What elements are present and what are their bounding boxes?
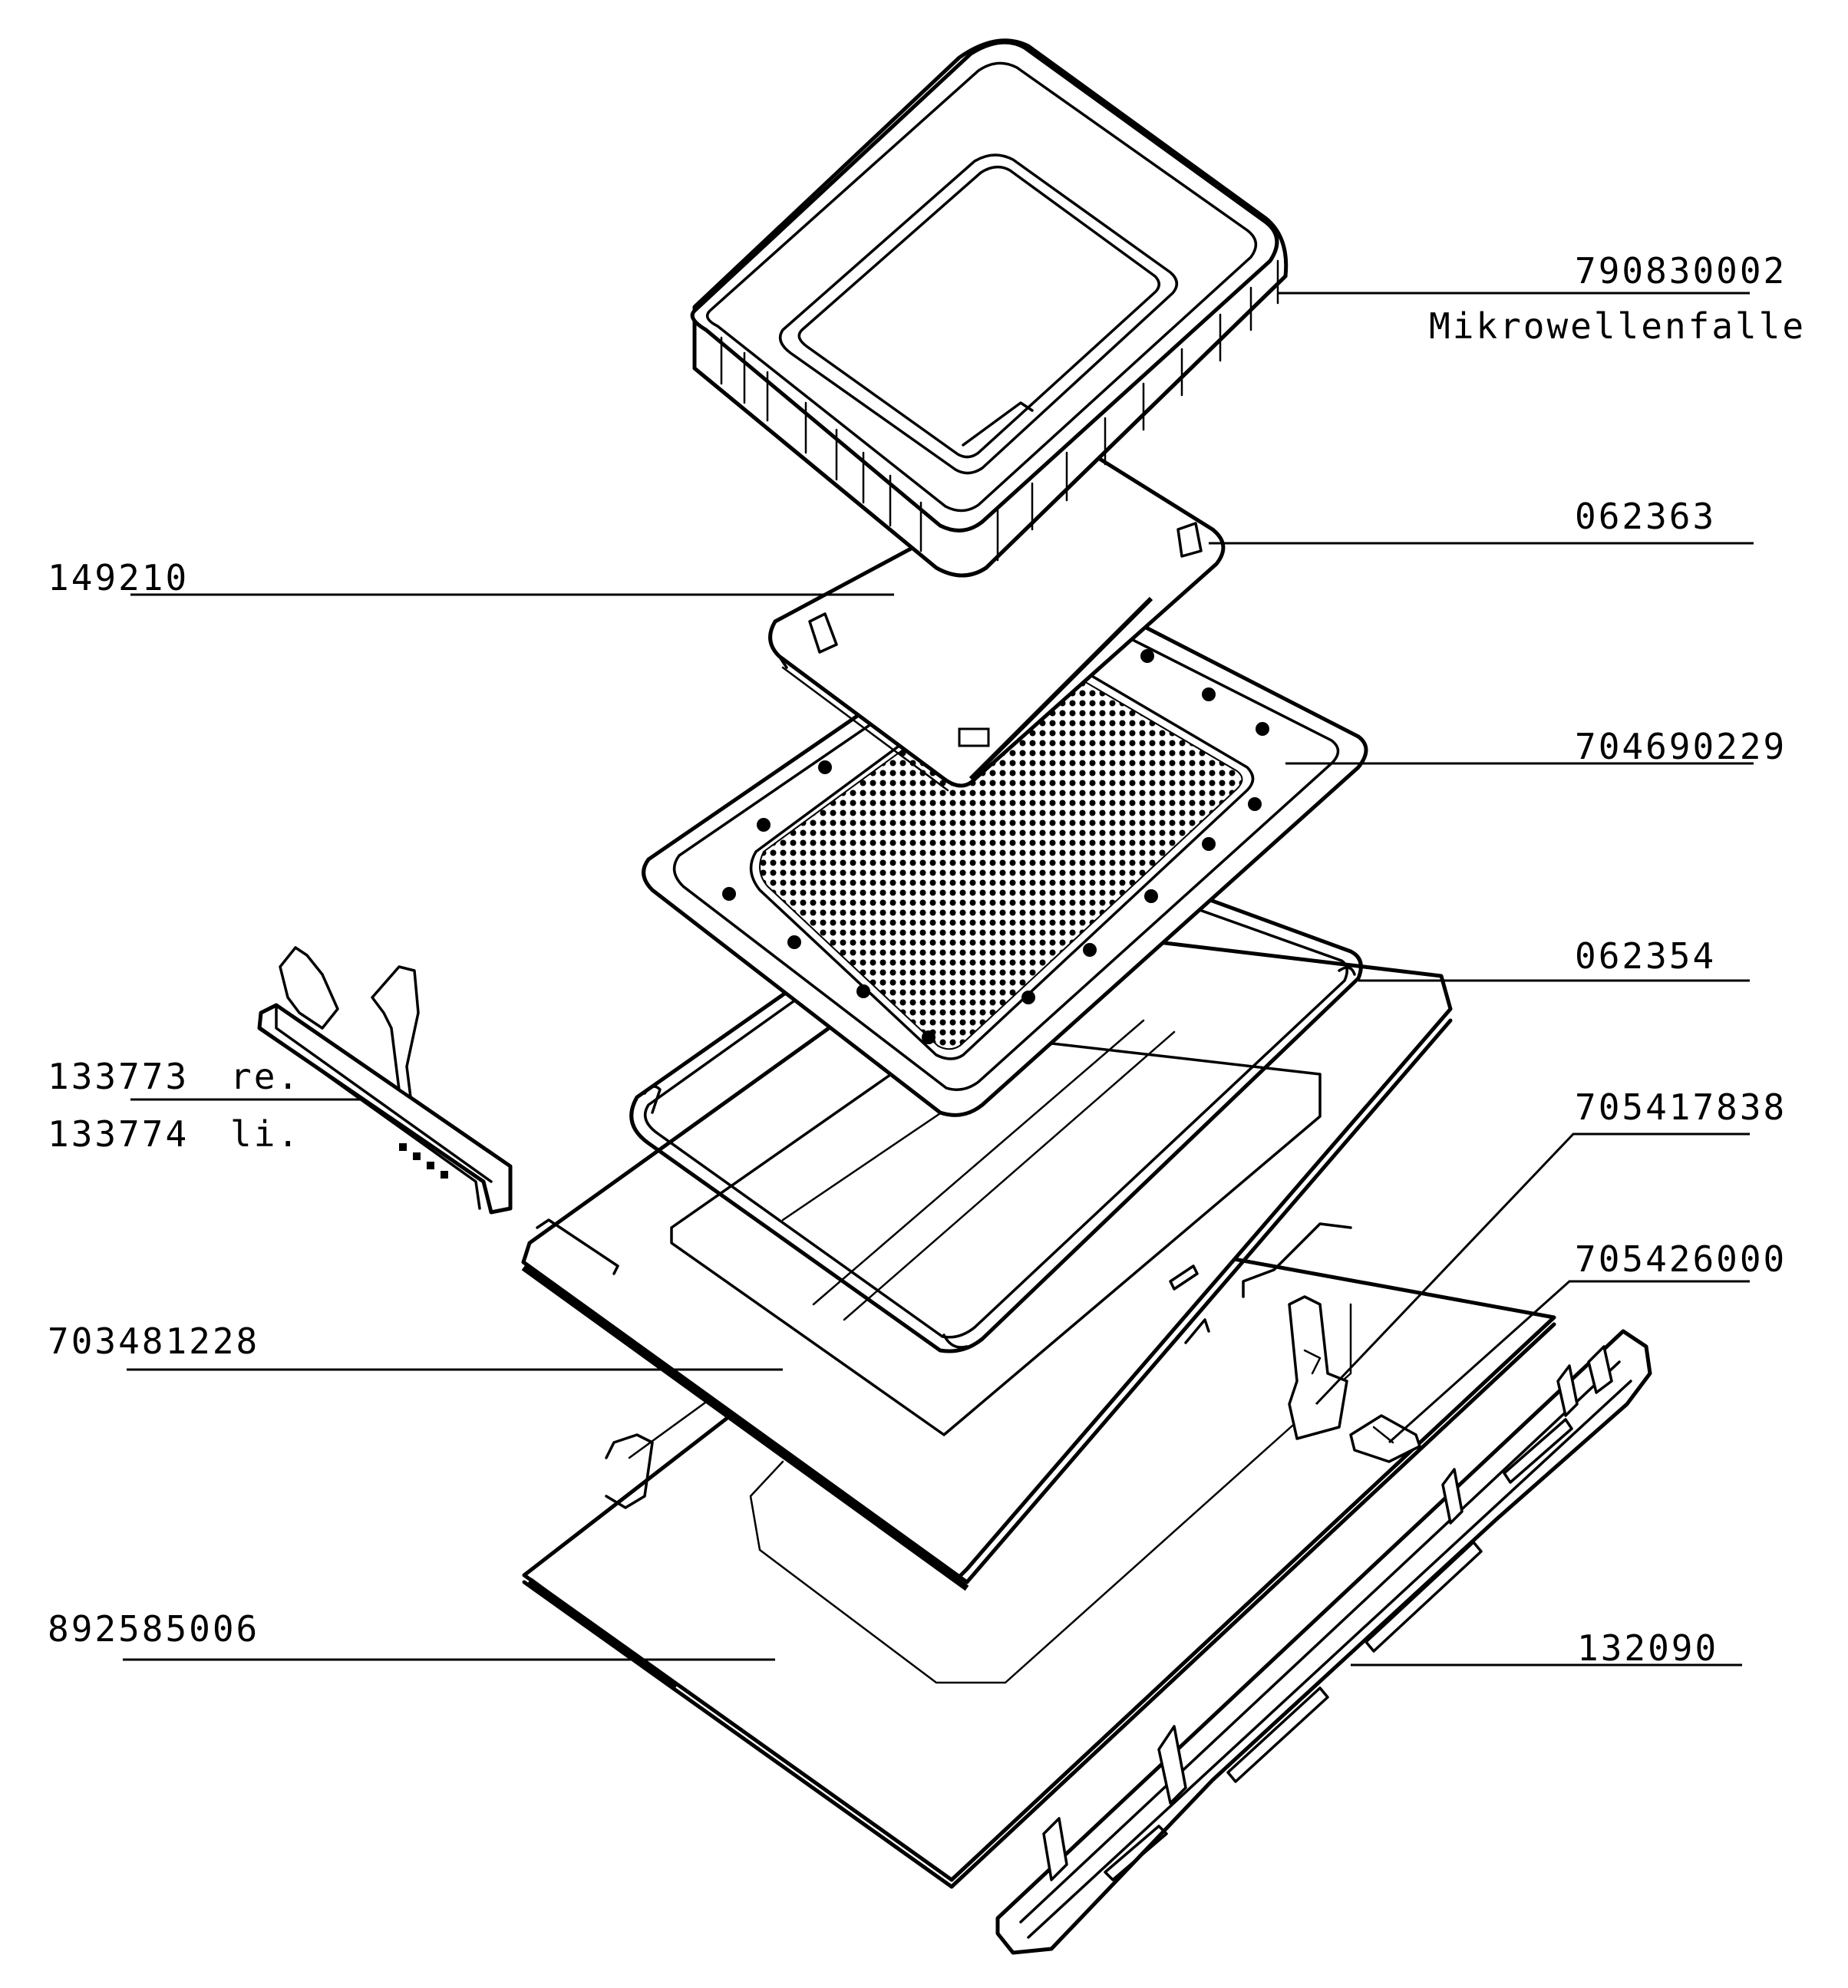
part-number-149210: 149210 — [48, 557, 190, 598]
hinge-bracket-part — [257, 946, 513, 1215]
part-number-133773: 133773 — [48, 1056, 190, 1097]
part-number-704690229: 704690229 — [1575, 726, 1787, 767]
clip-part — [1349, 1414, 1421, 1463]
part-number-062363: 062363 — [1575, 496, 1717, 537]
part-suffix-li: li. — [230, 1113, 302, 1155]
choke-frame-part — [690, 38, 1289, 578]
door-frame-part — [521, 918, 1453, 1591]
side-rail-part — [995, 1329, 1652, 1955]
part-suffix-re: re. — [230, 1056, 302, 1097]
leader-lines — [123, 292, 1754, 1667]
clear-plate-part — [768, 450, 1226, 792]
part-number-132090: 132090 — [1577, 1627, 1719, 1669]
part-number-133774: 133774 — [48, 1113, 190, 1155]
latch-part — [1288, 1295, 1348, 1440]
part-number-790830002: 790830002 — [1575, 250, 1787, 292]
part-number-062354: 062354 — [1575, 935, 1717, 977]
part-number-705417838: 705417838 — [1575, 1086, 1787, 1128]
part-description-mikrowellenfalle: Mikrowellenfalle — [1429, 305, 1807, 347]
part-number-892585006: 892585006 — [48, 1608, 260, 1650]
part-number-705426000: 705426000 — [1575, 1238, 1787, 1280]
part-number-703481228: 703481228 — [48, 1320, 260, 1362]
